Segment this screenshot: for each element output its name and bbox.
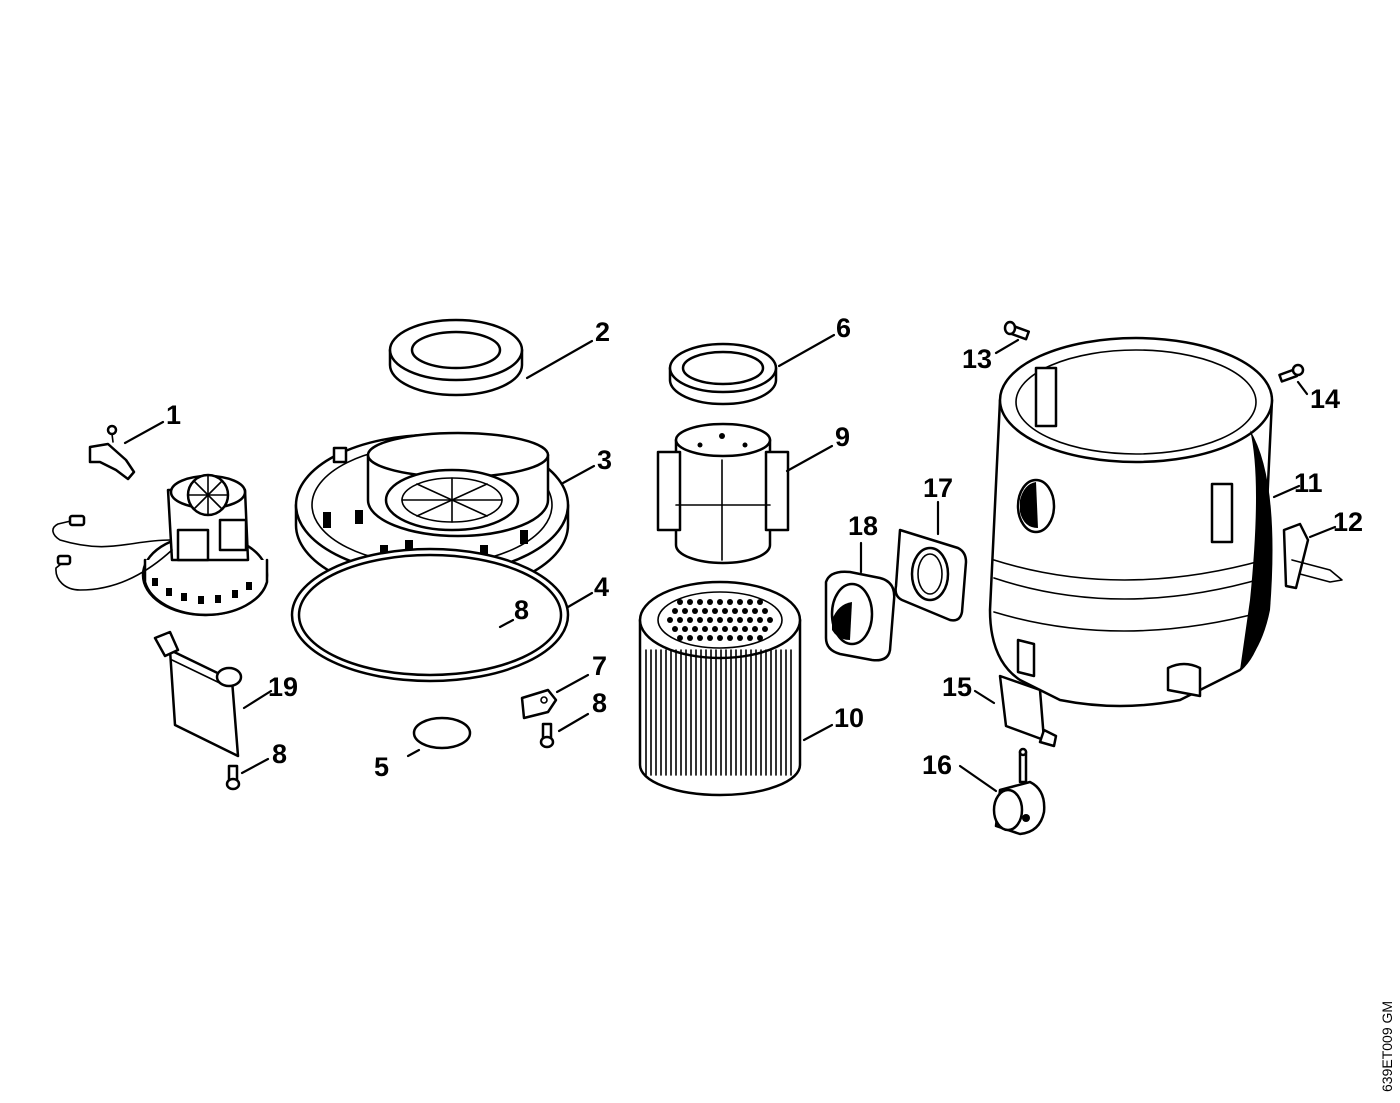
filter-perforation	[712, 608, 718, 614]
filter-perforation	[727, 635, 733, 641]
part-7-bracket	[520, 688, 558, 720]
filter-perforation	[677, 599, 683, 605]
callout-8-middle: 8	[514, 595, 529, 625]
callout-18: 18	[848, 511, 878, 541]
filter-perforation	[757, 635, 763, 641]
filter-perforation	[697, 599, 703, 605]
filter-perforation	[677, 617, 683, 623]
filter-perforation	[732, 626, 738, 632]
part-19-flap	[153, 630, 243, 758]
callout-9: 9	[835, 422, 850, 452]
part-15-plate	[998, 674, 1058, 748]
part-2-sealing-ring	[388, 318, 524, 397]
filter-perforation	[702, 626, 708, 632]
filter-perforation	[767, 617, 773, 623]
filter-perforation	[697, 617, 703, 623]
screw-8-left	[225, 764, 241, 791]
part-16-castor	[992, 747, 1046, 836]
callout-6: 6	[836, 313, 851, 343]
filter-perforation	[707, 599, 713, 605]
callout-15: 15	[942, 672, 972, 702]
filter-perforation	[672, 626, 678, 632]
filter-perforation	[722, 626, 728, 632]
filter-perforation	[727, 599, 733, 605]
callout-7: 7	[592, 651, 607, 681]
callout-12: 12	[1333, 507, 1363, 537]
filter-perforation	[677, 635, 683, 641]
filter-perforation	[737, 617, 743, 623]
part-13-bolt	[1003, 320, 1031, 341]
part-18-cover	[824, 570, 896, 662]
filter-perforation	[747, 635, 753, 641]
filter-perforation	[692, 608, 698, 614]
callout-4: 4	[594, 572, 609, 602]
filter-perforation	[687, 617, 693, 623]
filter-perforation	[712, 626, 718, 632]
part-1-terminal-clip	[88, 424, 136, 481]
filter-perforation	[732, 608, 738, 614]
drawing-reference-code: 639ET009 GM	[1379, 1001, 1395, 1092]
filter-perforation	[717, 635, 723, 641]
filter-perforation	[757, 617, 763, 623]
part-10-filter-cartridge	[638, 580, 802, 797]
filter-perforation	[747, 599, 753, 605]
leader-lines	[123, 333, 1337, 793]
callout-8-left: 8	[272, 739, 287, 769]
part-14-screw	[1278, 363, 1305, 383]
callout-3: 3	[597, 445, 612, 475]
callout-19: 19	[268, 672, 298, 702]
filter-perforation	[672, 608, 678, 614]
part-4-gasket	[290, 547, 570, 683]
part-11-container	[988, 336, 1274, 708]
filter-perforation	[722, 608, 728, 614]
callout-13: 13	[962, 344, 992, 374]
part-17-flange	[894, 528, 968, 622]
callout-1: 1	[166, 400, 181, 430]
callout-11: 11	[1294, 468, 1323, 498]
filter-perforation	[752, 608, 758, 614]
filter-perforation	[682, 626, 688, 632]
filter-perforation	[717, 617, 723, 623]
filter-perforation	[667, 617, 673, 623]
filter-perforation	[747, 617, 753, 623]
callout-5: 5	[374, 752, 389, 782]
callout-2: 2	[595, 317, 610, 347]
filter-perforation	[742, 608, 748, 614]
part-9-filter-basket	[656, 422, 790, 565]
motor-unit	[52, 473, 269, 617]
filter-perforation	[687, 599, 693, 605]
callout-16: 16	[922, 750, 952, 780]
filter-perforation	[692, 626, 698, 632]
callout-17: 17	[923, 473, 953, 503]
part-12-latch	[1282, 522, 1343, 590]
filter-perforation	[752, 626, 758, 632]
filter-perforation	[697, 635, 703, 641]
filter-perforation	[757, 599, 763, 605]
callout-14: 14	[1310, 384, 1340, 414]
filter-perforation	[762, 626, 768, 632]
filter-perforation	[687, 635, 693, 641]
filter-perforation	[737, 599, 743, 605]
part-6-ring	[668, 342, 778, 406]
filter-perforation	[682, 608, 688, 614]
filter-perforation	[707, 635, 713, 641]
filter-perforation	[727, 617, 733, 623]
filter-perforation	[742, 626, 748, 632]
filter-perforation	[707, 617, 713, 623]
callout-labels: 1 2 3 4 8 5 6 7 8 9 10 18 17 13 14 11 12…	[166, 313, 1363, 782]
callout-10: 10	[834, 703, 864, 733]
callout-8-lower: 8	[592, 688, 607, 718]
filter-perforation	[717, 599, 723, 605]
screw-8-lower	[539, 722, 555, 749]
part-5-disc	[412, 716, 472, 750]
filter-perforation	[737, 635, 743, 641]
filter-perforation	[762, 608, 768, 614]
filter-perforation	[702, 608, 708, 614]
